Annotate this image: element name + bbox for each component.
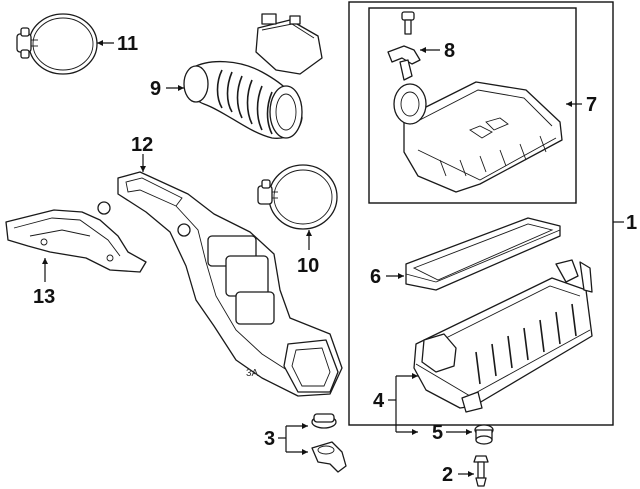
hose-clamp-middle <box>257 164 338 230</box>
callout-11: 11 <box>117 33 138 55</box>
cover-inset-frame <box>368 7 577 204</box>
callout-3: 3 <box>264 428 275 450</box>
callout-9: 9 <box>150 78 161 100</box>
hose-clamp-top <box>16 13 98 75</box>
callout-6: 6 <box>370 266 381 288</box>
callout-5: 5 <box>432 422 443 444</box>
callout-12: 12 <box>131 134 153 156</box>
callout-2: 2 <box>442 464 453 486</box>
callout-10: 10 <box>297 255 319 277</box>
mount-bushing <box>311 413 347 473</box>
callout-1: 1 <box>626 212 637 234</box>
callout-8: 8 <box>444 40 455 62</box>
air-cleaner-cover <box>393 81 563 193</box>
duct-bracket <box>5 209 147 273</box>
grommet <box>474 424 494 445</box>
callout-7: 7 <box>586 94 597 116</box>
intake-hose <box>183 13 323 139</box>
callout-4: 4 <box>373 390 385 412</box>
leader-arrowheads <box>42 40 572 477</box>
air-intake-duct: 3A <box>97 171 343 397</box>
air-cleaner-case <box>413 259 593 413</box>
bolt-and-clip <box>387 11 421 81</box>
callout-13: 13 <box>33 286 55 308</box>
air-filter-element <box>405 217 561 291</box>
duct-marking: 3A <box>246 368 259 379</box>
push-clip <box>473 455 489 487</box>
